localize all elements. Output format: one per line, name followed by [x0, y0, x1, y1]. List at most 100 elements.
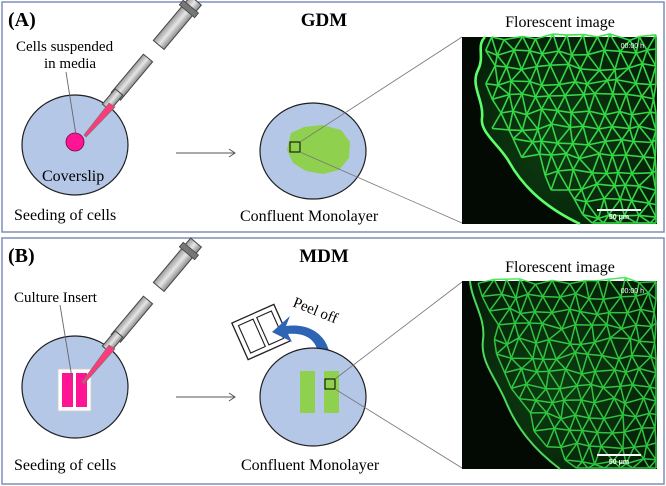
cell-membrane [537, 129, 542, 142]
cell-membrane [510, 387, 520, 400]
cell-membrane [588, 402, 595, 419]
cell-membrane [576, 442, 584, 462]
cell-membrane [587, 353, 603, 357]
cell-membrane [589, 445, 602, 448]
cell-membrane [624, 214, 639, 217]
cell-membrane [617, 171, 632, 175]
cell-membrane [542, 339, 550, 360]
cell-membrane [537, 123, 552, 131]
cell-membrane [628, 114, 633, 129]
cell-membrane [598, 69, 608, 81]
cell-membrane [496, 54, 508, 68]
cell-membrane [613, 385, 622, 399]
cell-membrane [548, 328, 563, 341]
cell-membrane [619, 50, 630, 69]
cell-membrane [649, 98, 655, 113]
cell-membrane [635, 36, 641, 54]
cell-membrane [512, 110, 524, 131]
cell-membrane [566, 34, 573, 56]
cell-membrane [622, 446, 635, 450]
cell-membrane [512, 138, 523, 158]
cell-membrane [599, 68, 616, 72]
cells-label-line1: Cells suspended [16, 39, 114, 55]
cell-membrane [569, 127, 574, 144]
cell-membrane [611, 432, 624, 449]
cell-membrane [638, 185, 650, 204]
cell-membrane [642, 62, 656, 67]
zoom-region-box [289, 141, 301, 153]
cell-membrane [614, 358, 620, 371]
cell-membrane [576, 385, 583, 401]
cell-membrane [635, 412, 650, 418]
cell-membrane [544, 170, 559, 177]
cell-membrane [635, 295, 642, 310]
cell-membrane [544, 154, 553, 176]
cell-membrane [541, 83, 560, 87]
timestamp-b: 00:00 h [621, 288, 644, 295]
cell-membrane [529, 412, 535, 432]
cell-membrane [583, 92, 595, 96]
cell-membrane [559, 368, 567, 390]
cell-membrane [624, 276, 640, 284]
cell-membrane [619, 372, 627, 387]
cell-membrane [564, 368, 578, 387]
cell-membrane [519, 278, 529, 295]
cell-membrane [567, 64, 576, 83]
cell-membrane [564, 81, 576, 97]
cell-membrane [541, 50, 559, 55]
cell-membrane [508, 129, 523, 132]
cell-membrane [597, 198, 605, 219]
cell-membrane [569, 429, 578, 444]
cell-membrane [611, 111, 621, 127]
cell-membrane [649, 386, 657, 402]
cell-membrane [536, 64, 551, 68]
cell-membrane [570, 34, 584, 56]
cell-membrane [613, 172, 619, 187]
cell-membrane [608, 276, 626, 280]
cell-membrane [490, 36, 498, 56]
cell-membrane [546, 412, 556, 429]
cell-membrane [509, 93, 523, 96]
cell-membrane [569, 343, 576, 353]
cell-membrane [574, 81, 588, 85]
cells-label-line2: in media [44, 56, 96, 72]
cell-membrane [646, 49, 657, 67]
cell-membrane [634, 397, 645, 418]
cell-membrane [596, 183, 615, 187]
cell-membrane [529, 81, 537, 98]
cell-membrane [521, 153, 540, 159]
cell-membrane [542, 279, 553, 297]
cell-membrane [520, 368, 527, 385]
cell-membrane [591, 172, 598, 185]
cell-membrane [485, 82, 498, 86]
panel-b-label: (B) [8, 245, 35, 267]
cell-membrane [504, 357, 512, 374]
cell-membrane [625, 184, 639, 187]
insert-label: Culture Insert [14, 290, 98, 306]
cell-membrane [641, 84, 652, 97]
cell-membrane [641, 63, 652, 85]
cell-membrane [497, 307, 511, 326]
cell-membrane [582, 213, 599, 220]
cell-membrane [513, 35, 524, 51]
cell-membrane [540, 108, 553, 125]
insert-pointer-line [59, 304, 73, 379]
cell-membrane [632, 140, 645, 158]
cell-membrane [628, 128, 635, 142]
cell-membrane [632, 384, 645, 399]
cell-membrane [638, 36, 648, 51]
cell-membrane [607, 198, 621, 216]
cell-membrane [596, 432, 602, 447]
cell-membrane [603, 385, 621, 389]
pipette-icon-b [81, 237, 203, 385]
cell-membrane [608, 214, 620, 224]
cell-membrane [536, 371, 547, 390]
peel-arrow [272, 316, 331, 370]
cell-membrane [592, 172, 607, 175]
cell-membrane [509, 307, 521, 315]
cell-membrane [540, 84, 550, 97]
cell-membrane [631, 368, 640, 386]
cell-membrane [611, 139, 623, 156]
cell-membrane [548, 368, 566, 373]
cell-membrane [546, 445, 561, 449]
